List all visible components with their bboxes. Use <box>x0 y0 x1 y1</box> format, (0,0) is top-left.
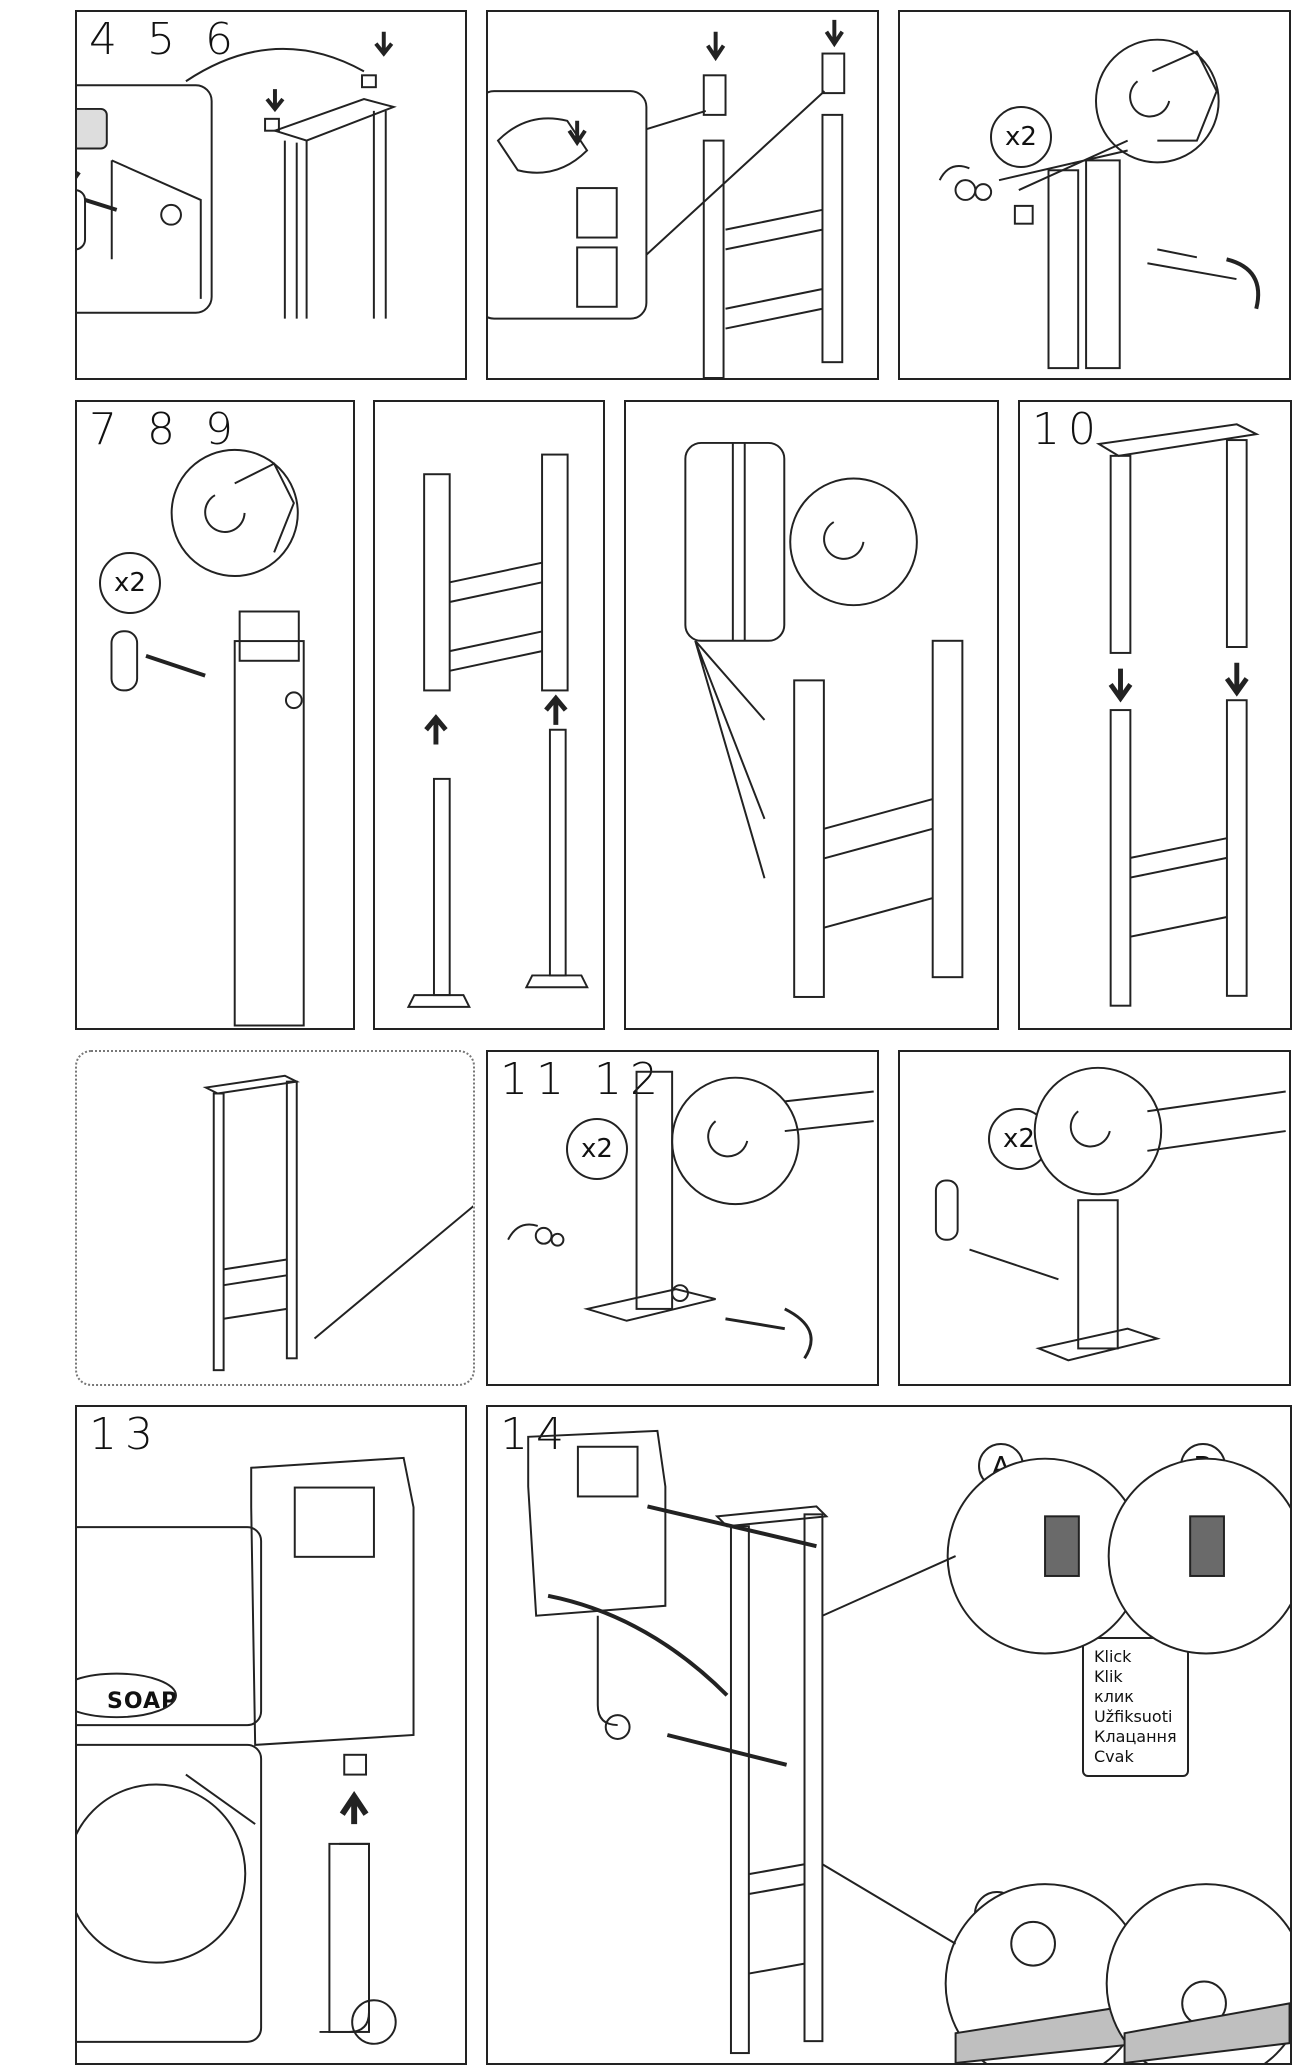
soap-label: SOAP <box>107 1689 179 1714</box>
klick-sound-list: Klick Klik клик Užfiksuoti Клацання Cvak <box>1082 1637 1189 1777</box>
panel-step-14: 14 A B A B Klick Klik клик Užfiksuoti Кл… <box>486 1405 1292 2065</box>
step-number: 11 12 <box>500 1054 666 1105</box>
klick-word: клик <box>1094 1687 1134 1706</box>
step-number: 14 <box>500 1409 572 1460</box>
multiplier-badge: x2 <box>566 1118 628 1180</box>
klick-word: Клацання <box>1094 1727 1177 1746</box>
panel-steps-4-5-6: 4 5 6 <box>75 10 467 380</box>
frame-screws-illustration <box>684 441 964 998</box>
cistern-pipe-illustration <box>77 1456 415 2045</box>
multiplier-badge: x2 <box>99 552 161 614</box>
foot-bolt-illustration <box>507 1070 874 1360</box>
frame-top-illustration <box>77 31 397 319</box>
panel-frame-overview <box>75 1050 475 1386</box>
leg-connector-illustration <box>488 19 846 378</box>
panel-step-frame-check <box>624 400 999 1030</box>
bracket-bolt-illustration <box>934 1066 1286 1362</box>
panel-step-10: 10 <box>1018 400 1292 1030</box>
frame-overview-illustration <box>202 1074 473 1372</box>
klick-word: Cvak <box>1094 1747 1134 1766</box>
panel-step-bracket-bolt: x2 <box>898 1050 1291 1386</box>
panel-steps-11-12: 11 12 x2 <box>486 1050 879 1386</box>
panel-step-bolts: x2 <box>898 10 1291 380</box>
klick-word: Klik <box>1094 1667 1123 1686</box>
panel-step-connectors <box>486 10 879 380</box>
step-number: 7 8 9 <box>89 404 241 455</box>
klick-word: Klick <box>1094 1647 1132 1666</box>
frame-join-illustration <box>1095 423 1260 1007</box>
step-number: 4 5 6 <box>89 14 241 65</box>
step-number: 13 <box>89 1409 161 1460</box>
bolt-tighten-illustration <box>938 38 1261 370</box>
leg-insert-illustration <box>406 453 589 1008</box>
panel-step-13: 13 A B SOAP <box>75 1405 467 2065</box>
panel-step-legs <box>373 400 605 1030</box>
bracket-attach-illustration <box>110 448 305 1027</box>
klick-word: Užfiksuoti <box>1094 1707 1173 1726</box>
panel-steps-7-8-9: 7 8 9 x2 <box>75 400 355 1030</box>
cistern-mount-illustration <box>527 1429 1290 2063</box>
step-number: 10 <box>1032 404 1104 455</box>
multiplier-badge: x2 <box>990 106 1052 168</box>
